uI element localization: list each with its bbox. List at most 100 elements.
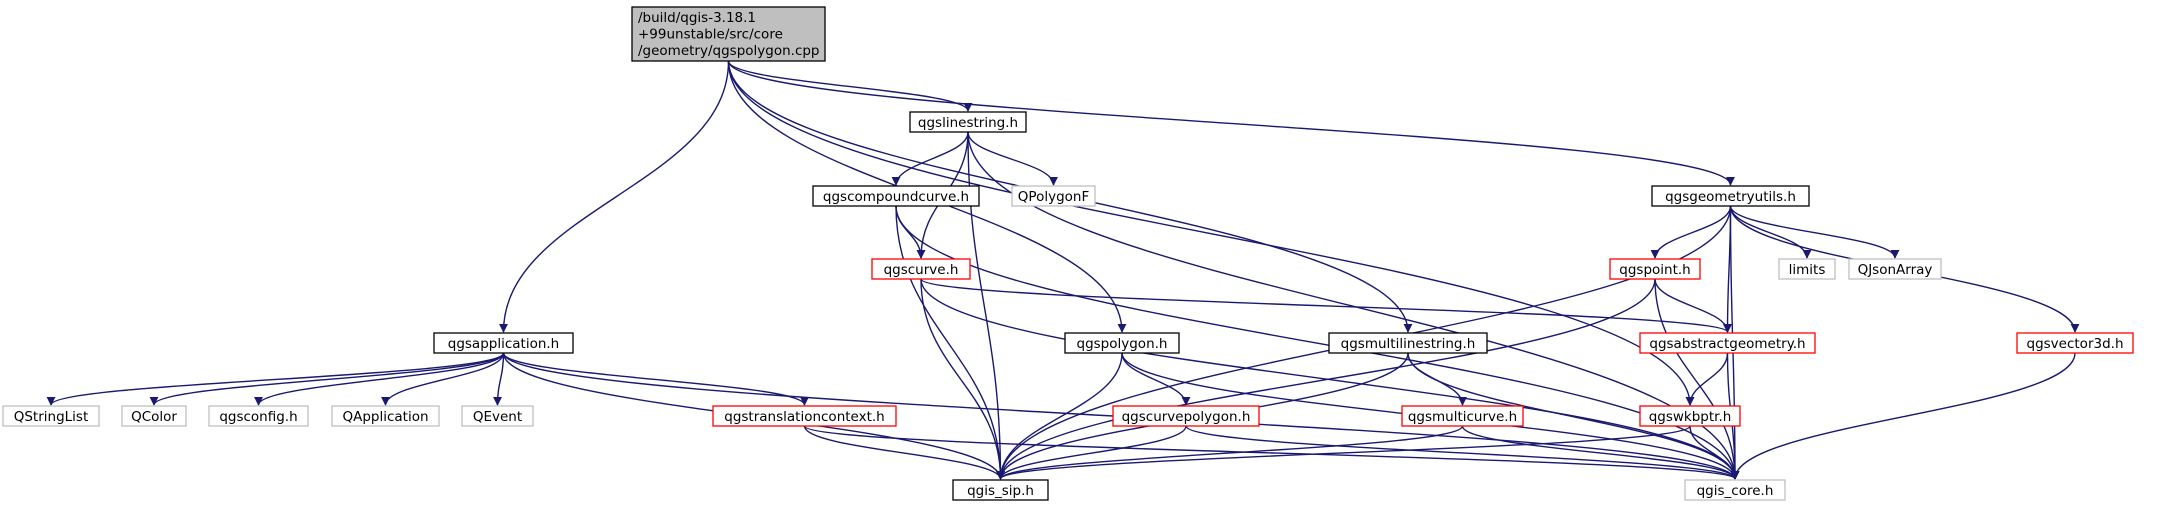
edge-qgsgeometryutils-to-qjsonarray xyxy=(1729,205,1900,259)
node-box-qgspolygon[interactable] xyxy=(1064,332,1180,354)
node-box-qgscompoundcurve[interactable] xyxy=(812,185,980,207)
node-qgslinestring[interactable]: qgslinestring.h xyxy=(909,111,1027,133)
node-qgsmulticurve[interactable]: qgsmulticurve.h xyxy=(1401,405,1524,427)
node-box-qpolygonf[interactable] xyxy=(1011,185,1096,207)
node-box-qgsmulticurve[interactable] xyxy=(1401,405,1524,427)
node-qgscompoundcurve[interactable]: qgscompoundcurve.h xyxy=(812,185,980,207)
node-limits[interactable]: limits xyxy=(1778,258,1836,280)
node-label-qgstranslationcontext: qgstranslationcontext.h xyxy=(724,409,885,425)
node-box-qjsonarray[interactable] xyxy=(1848,258,1942,280)
node-label-qgspolygon: qgspolygon.h xyxy=(1077,336,1168,352)
node-label-qcolor: QColor xyxy=(131,409,177,425)
edge-qgsapplication-to-qgsconfig xyxy=(254,352,505,406)
node-box-qgsvector3d[interactable] xyxy=(2016,332,2134,354)
node-label-qstringlist: QStringList xyxy=(14,409,89,425)
node-label-qgsgeometryutils: qgsgeometryutils.h xyxy=(1665,189,1796,205)
edge-qgscurvepolygon-to-qgis_core xyxy=(1185,425,1740,480)
node-layer: /build/qgis-3.18.1+99unstable/src/core/g… xyxy=(2,6,2134,501)
node-box-qgsgeometryutils[interactable] xyxy=(1651,185,1810,207)
node-label-qpolygonf: QPolygonF xyxy=(1018,189,1089,205)
node-qgsgeometryutils[interactable]: qgsgeometryutils.h xyxy=(1651,185,1810,207)
node-label-qgslinestring: qgslinestring.h xyxy=(918,115,1018,131)
edge-qgscompoundcurve-to-qgis_sip xyxy=(895,205,1005,480)
node-qgspolygon[interactable]: qgspolygon.h xyxy=(1064,332,1180,354)
node-box-qgsconfig[interactable] xyxy=(208,405,309,427)
node-label-qevent: QEvent xyxy=(473,409,522,425)
edge-qgspolygon-to-qgis_sip xyxy=(996,352,1123,480)
node-box-qgslinestring[interactable] xyxy=(909,111,1027,133)
node-qgsapplication[interactable]: qgsapplication.h xyxy=(433,332,574,354)
node-box-qevent[interactable] xyxy=(461,405,534,427)
node-label-qgis_sip: qgis_sip.h xyxy=(967,483,1034,499)
node-label-qgsmultilinestring: qgsmultilinestring.h xyxy=(1341,336,1476,352)
node-label-qgsabstractgeometry: qgsabstractgeometry.h xyxy=(1649,336,1805,352)
edge-qgsvector3d-to-qgis_core xyxy=(1730,352,2076,480)
node-box-qgstranslationcontext[interactable] xyxy=(712,405,897,427)
node-label-qgscompoundcurve: qgscompoundcurve.h xyxy=(823,189,969,205)
node-box-qgis_sip[interactable] xyxy=(952,479,1049,501)
node-label-qgswkbptr: qgswkbptr.h xyxy=(1649,409,1732,425)
node-qgscurvepolygon[interactable]: qgscurvepolygon.h xyxy=(1112,405,1260,427)
node-qapplication[interactable]: QApplication xyxy=(331,405,440,427)
edge-root-to-qgsgeometryutils xyxy=(727,60,1735,186)
edge-qgspoint-to-qgsabstractgeometry xyxy=(1654,278,1732,333)
node-box-root[interactable] xyxy=(631,6,826,62)
node-box-qgspoint[interactable] xyxy=(1609,258,1701,280)
node-qpolygonf[interactable]: QPolygonF xyxy=(1011,185,1096,207)
node-label-qgspoint: qgspoint.h xyxy=(1619,262,1690,278)
node-box-qgswkbptr[interactable] xyxy=(1639,405,1741,427)
node-qgsabstractgeometry[interactable]: qgsabstractgeometry.h xyxy=(1639,332,1816,354)
node-box-qgscurvepolygon[interactable] xyxy=(1112,405,1260,427)
edge-qgstranslationcontext-to-qgis_core xyxy=(803,425,1740,480)
node-label-qjsonarray: QJsonArray xyxy=(1858,262,1933,278)
node-qgis_core[interactable]: qgis_core.h xyxy=(1684,479,1786,501)
node-qstringlist[interactable]: QStringList xyxy=(2,405,100,427)
edge-qgspoint-to-qgis_sip xyxy=(996,278,1656,480)
node-qgscurve[interactable]: qgscurve.h xyxy=(871,258,971,280)
node-qjsonarray[interactable]: QJsonArray xyxy=(1848,258,1942,280)
edge-root-to-qgswkbptr xyxy=(727,60,1695,406)
node-label-qgsvector3d: qgsvector3d.h xyxy=(2027,336,2124,352)
node-box-qstringlist[interactable] xyxy=(2,405,100,427)
node-box-limits[interactable] xyxy=(1778,258,1836,280)
node-box-qcolor[interactable] xyxy=(121,405,187,427)
node-label-limits: limits xyxy=(1789,262,1826,278)
node-qgswkbptr[interactable]: qgswkbptr.h xyxy=(1639,405,1741,427)
node-box-qapplication[interactable] xyxy=(331,405,440,427)
edge-qgsapplication-to-qgstranslationcontext xyxy=(502,352,809,406)
node-label-qapplication: QApplication xyxy=(342,409,428,425)
edge-qgsgeometryutils-to-limits xyxy=(1729,205,1812,259)
edge-qgswkbptr-to-qgis_sip xyxy=(996,425,1691,480)
node-label-qgscurvepolygon: qgscurvepolygon.h xyxy=(1122,409,1251,425)
node-qgis_sip[interactable]: qgis_sip.h xyxy=(952,479,1049,501)
edge-qgspoint-to-qgis_core xyxy=(1654,278,1740,480)
edge-qgsapplication-to-qcolor xyxy=(149,352,505,406)
node-box-qgsapplication[interactable] xyxy=(433,332,574,354)
edge-qgsapplication-to-qevent xyxy=(493,352,505,406)
node-qgstranslationcontext[interactable]: qgstranslationcontext.h xyxy=(712,405,897,427)
node-qcolor[interactable]: QColor xyxy=(121,405,187,427)
edge-qgsgeometryutils-to-qgspoint xyxy=(1650,205,1732,259)
node-root[interactable]: /build/qgis-3.18.1+99unstable/src/core/g… xyxy=(631,6,826,62)
node-label-qgis_core: qgis_core.h xyxy=(1697,483,1774,499)
node-qgspoint[interactable]: qgspoint.h xyxy=(1609,258,1701,280)
edge-qgslinestring-to-qpolygonf xyxy=(967,131,1058,186)
node-qgsvector3d[interactable]: qgsvector3d.h xyxy=(2016,332,2134,354)
node-box-qgsmultilinestring[interactable] xyxy=(1328,332,1488,354)
node-qgsconfig[interactable]: qgsconfig.h xyxy=(208,405,309,427)
node-qevent[interactable]: QEvent xyxy=(461,405,534,427)
node-label-qgsconfig: qgsconfig.h xyxy=(219,409,297,425)
edge-qgswkbptr-to-qgis_core xyxy=(1689,425,1740,480)
edge-qgsabstractgeometry-to-qgswkbptr xyxy=(1685,352,1729,406)
node-box-qgscurve[interactable] xyxy=(871,258,971,280)
node-label-root: /geometry/qgspolygon.cpp xyxy=(638,43,820,59)
node-qgsmultilinestring[interactable]: qgsmultilinestring.h xyxy=(1328,332,1488,354)
edge-qgslinestring-to-qgscompoundcurve xyxy=(891,131,969,186)
edge-root-to-qgslinestring xyxy=(727,60,973,112)
node-box-qgsabstractgeometry[interactable] xyxy=(1639,332,1816,354)
edge-qgsapplication-to-qstringlist xyxy=(46,352,505,406)
edge-qgscurve-to-qgis_sip xyxy=(920,278,1005,480)
node-label-qgscurve: qgscurve.h xyxy=(884,262,959,278)
node-box-qgis_core[interactable] xyxy=(1684,479,1786,501)
